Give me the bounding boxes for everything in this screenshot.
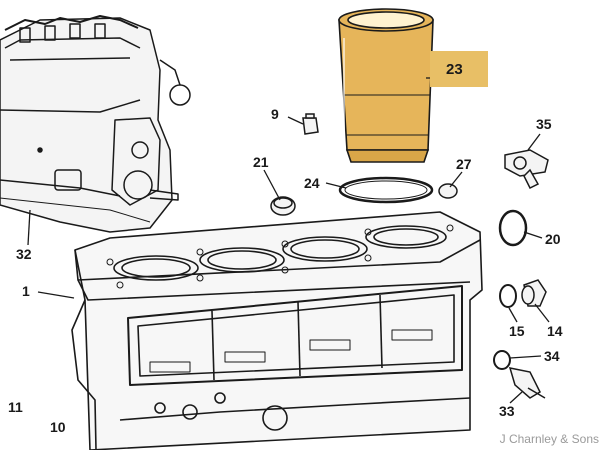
callout-9: 9 bbox=[271, 106, 279, 122]
callout-23: 23 bbox=[446, 61, 463, 78]
callout-27: 27 bbox=[456, 156, 472, 172]
callout-10: 10 bbox=[50, 419, 66, 435]
callout-1: 1 bbox=[22, 283, 30, 299]
cylinder-liner bbox=[338, 8, 434, 163]
watermark: J Charnley & Sons bbox=[499, 432, 599, 446]
o-ring-seal bbox=[338, 176, 434, 204]
callout-23-highlight: 23 bbox=[430, 51, 488, 87]
small-parts bbox=[270, 113, 549, 399]
callout-21: 21 bbox=[253, 154, 269, 170]
callout-24: 24 bbox=[304, 175, 320, 191]
callout-33: 33 bbox=[499, 403, 515, 419]
callout-14: 14 bbox=[547, 323, 563, 339]
callout-20: 20 bbox=[545, 231, 561, 247]
callout-32: 32 bbox=[16, 246, 32, 262]
leader-lines bbox=[27, 77, 550, 404]
cylinder-block bbox=[71, 211, 483, 450]
callout-34: 34 bbox=[544, 348, 560, 364]
injection-pump-assembly bbox=[0, 15, 191, 233]
callout-35: 35 bbox=[536, 116, 552, 132]
callout-11: 11 bbox=[8, 399, 23, 415]
callout-15: 15 bbox=[509, 323, 525, 339]
